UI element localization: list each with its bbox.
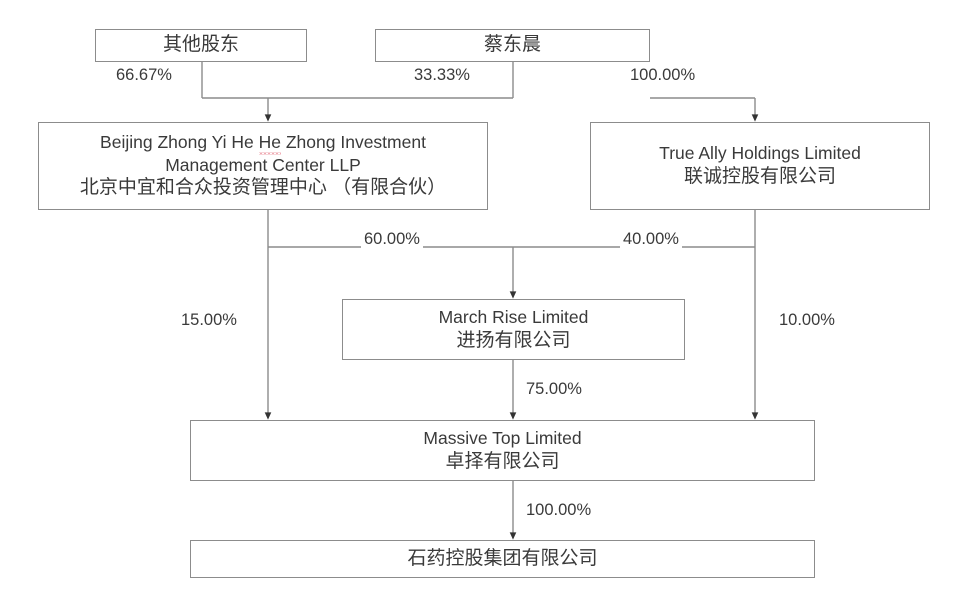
node-beijing-llp-line3-cn: 北京中宜和合众投资管理中心 （有限合伙）	[79, 177, 447, 199]
node-beijing-llp-line1-suffix: Zhong Investment	[281, 131, 426, 152]
edge-label-100-00-cspc: 100.00%	[523, 501, 595, 520]
node-true-ally-line1-en: True Ally Holdings Limited	[659, 143, 861, 164]
node-march-rise-limited[interactable]: March Rise Limited 进扬有限公司	[342, 299, 685, 360]
node-march-rise-line2-cn: 进扬有限公司	[456, 329, 571, 351]
node-true-ally-holdings[interactable]: True Ally Holdings Limited 联诚控股有限公司	[590, 122, 930, 210]
node-massive-top-line1-en: Massive Top Limited	[423, 427, 582, 448]
edge-label-40-00: 40.00%	[620, 230, 682, 249]
node-cspc-holdings-label: 石药控股集团有限公司	[407, 547, 598, 569]
node-march-rise-line1-en: March Rise Limited	[438, 306, 589, 327]
edge-label-100-00-true-ally: 100.00%	[627, 66, 699, 85]
node-beijing-llp-line1-en: Beijing Zhong Yi He He Zhong Investment	[100, 131, 426, 155]
node-massive-top-limited[interactable]: Massive Top Limited 卓择有限公司	[190, 420, 815, 481]
edge-label-75-00: 75.00%	[523, 380, 585, 399]
node-cai-dongchen-label: 蔡东晨	[483, 34, 541, 56]
node-beijing-llp-line1-prefix: Beijing Zhong Yi He	[100, 131, 259, 152]
node-other-shareholders-label: 其他股东	[162, 34, 239, 56]
edge-label-10-00: 10.00%	[776, 311, 838, 330]
node-cspc-holdings-group[interactable]: 石药控股集团有限公司	[190, 540, 815, 578]
edge-label-15-00: 15.00%	[178, 311, 240, 330]
node-true-ally-line2-cn: 联诚控股有限公司	[683, 166, 836, 188]
node-cai-dongchen[interactable]: 蔡东晨	[375, 29, 650, 62]
edge-label-60-00: 60.00%	[361, 230, 423, 249]
edge-label-66-67: 66.67%	[113, 66, 175, 85]
edge-label-33-33: 33.33%	[411, 66, 473, 85]
spellcheck-underlined-word: He	[258, 131, 282, 155]
node-beijing-llp-line2-en: Management Center LLP	[165, 154, 361, 175]
node-other-shareholders[interactable]: 其他股东	[95, 29, 307, 62]
node-beijing-zhong-yi-he-he-zhong-llp[interactable]: Beijing Zhong Yi He He Zhong Investment …	[38, 122, 488, 210]
node-massive-top-line2-cn: 卓择有限公司	[445, 450, 560, 472]
